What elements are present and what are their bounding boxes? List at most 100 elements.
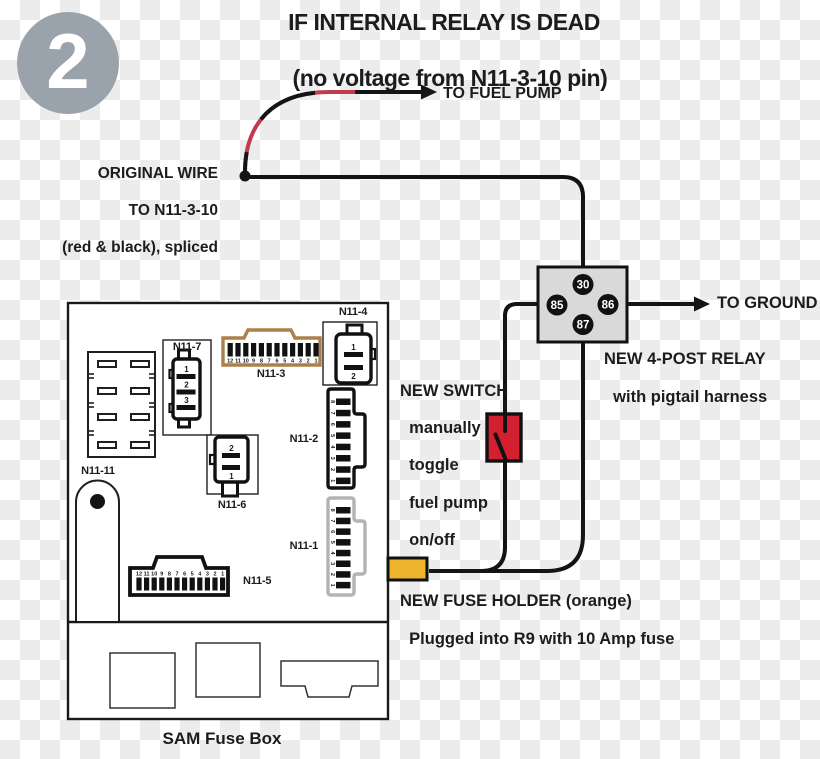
original-wire-line1: ORIGINAL WIRE bbox=[97, 165, 218, 182]
svg-text:6: 6 bbox=[275, 359, 278, 365]
svg-text:2: 2 bbox=[329, 573, 335, 576]
n11-4-label: N11-4 bbox=[338, 306, 368, 318]
original-wire-label: ORIGINAL WIRE TO N11-3-10 (red & black),… bbox=[18, 165, 218, 258]
sam-fuse-box: 1 2 3 12 bbox=[66, 301, 390, 721]
ground-arrowhead-icon bbox=[694, 296, 710, 312]
svg-text:8: 8 bbox=[329, 400, 335, 403]
svg-text:9: 9 bbox=[160, 572, 163, 578]
svg-text:5: 5 bbox=[191, 572, 194, 578]
svg-text:3: 3 bbox=[184, 396, 189, 405]
n11-1-label: N11-1 bbox=[289, 540, 319, 552]
svg-text:7: 7 bbox=[175, 572, 178, 578]
relay-post-85-label: 85 bbox=[551, 300, 564, 312]
n11-3-label: N11-3 bbox=[256, 368, 286, 380]
n11-6-label: N11-6 bbox=[217, 499, 247, 511]
relay-post-86 bbox=[597, 294, 619, 315]
relay-post-85 bbox=[546, 294, 568, 316]
original-wire-to-relay-30 bbox=[245, 175, 585, 267]
connector-n11-11 bbox=[75, 479, 120, 621]
svg-text:9: 9 bbox=[252, 359, 255, 365]
svg-text:1: 1 bbox=[329, 479, 335, 482]
svg-text:5: 5 bbox=[283, 359, 286, 365]
svg-text:4: 4 bbox=[198, 572, 202, 578]
splice-dot bbox=[239, 170, 251, 182]
svg-text:2: 2 bbox=[213, 572, 216, 578]
to-ground-label: TO GROUND bbox=[717, 294, 818, 312]
lower-socket-middle bbox=[195, 642, 261, 698]
step-number-badge: 2 bbox=[17, 12, 119, 114]
spliced-wire-red bbox=[243, 90, 421, 173]
n11-5-label: N11-5 bbox=[243, 575, 272, 587]
relay-post-87 bbox=[572, 314, 594, 335]
svg-text:4: 4 bbox=[291, 359, 295, 365]
svg-text:5: 5 bbox=[329, 541, 335, 544]
n11-11-label: N11-11 bbox=[81, 465, 115, 477]
wire-relay-87-to-fuse-holder bbox=[429, 342, 585, 573]
switch-caption-line2: manually bbox=[409, 419, 481, 438]
svg-text:1: 1 bbox=[314, 359, 317, 365]
fuse-holder-caption: NEW FUSE HOLDER (orange) Plugged into R9… bbox=[400, 592, 674, 649]
diagram-title: IF INTERNAL RELAY IS DEAD (no voltage fr… bbox=[244, 8, 644, 92]
n11-7-label: N11-7 bbox=[172, 341, 202, 353]
fuse-holder-caption-line1: NEW FUSE HOLDER (orange) bbox=[400, 592, 632, 610]
svg-text:10: 10 bbox=[243, 359, 249, 365]
svg-text:11: 11 bbox=[235, 359, 241, 365]
n11-2-pins: 8 7 6 5 4 3 bbox=[329, 398, 351, 485]
new-fuse-holder bbox=[386, 556, 429, 582]
svg-text:2: 2 bbox=[184, 381, 189, 390]
n11-7-pins: 1 2 3 bbox=[176, 365, 196, 410]
svg-text:7: 7 bbox=[329, 411, 335, 414]
new-4-post-relay: 30 85 86 87 bbox=[536, 265, 629, 344]
relay-post-30 bbox=[572, 274, 594, 295]
svg-text:1: 1 bbox=[184, 365, 189, 374]
svg-text:4: 4 bbox=[329, 445, 335, 449]
connector-n11-5: 12 11 10 9 8 7 bbox=[128, 555, 230, 597]
svg-text:10: 10 bbox=[151, 572, 157, 578]
n11-11-post bbox=[90, 494, 105, 509]
spliced-wire-black bbox=[243, 90, 421, 173]
relay-caption-line1: NEW 4-POST RELAY bbox=[604, 350, 766, 368]
relay-caption: NEW 4-POST RELAY with pigtail harness bbox=[604, 350, 767, 407]
svg-text:8: 8 bbox=[260, 359, 263, 365]
switch-lever-icon bbox=[493, 412, 508, 463]
switch-caption: NEW SWITCH manually toggle fuel pump on/… bbox=[400, 382, 508, 549]
relay-post-87-label: 87 bbox=[577, 320, 590, 332]
svg-text:3: 3 bbox=[329, 562, 335, 565]
title-line1: IF INTERNAL RELAY IS DEAD bbox=[288, 9, 600, 35]
n11-3-pins: 12 11 10 9 8 7 bbox=[227, 343, 319, 365]
svg-text:3: 3 bbox=[329, 457, 335, 460]
svg-text:6: 6 bbox=[183, 572, 186, 578]
connector-n11-7: 1 2 3 bbox=[162, 339, 212, 436]
svg-text:11: 11 bbox=[144, 572, 150, 578]
svg-text:3: 3 bbox=[299, 359, 302, 365]
original-wire-line2: TO N11-3-10 bbox=[128, 202, 218, 219]
switch-caption-line4: fuel pump bbox=[409, 493, 488, 512]
n11-4-pin-2: 2 bbox=[351, 372, 356, 381]
new-switch bbox=[485, 412, 523, 463]
connector-n11-3: 12 11 10 9 8 7 bbox=[221, 328, 322, 367]
connector-n11-2: 8 7 6 5 4 3 bbox=[326, 387, 367, 490]
connector-n11-6: 2 1 bbox=[206, 434, 259, 498]
svg-text:2: 2 bbox=[307, 359, 310, 365]
wire-relay-85-to-switch bbox=[503, 302, 538, 414]
switch-caption-line5: on/off bbox=[409, 530, 455, 549]
svg-text:6: 6 bbox=[329, 530, 335, 533]
svg-text:7: 7 bbox=[268, 359, 271, 365]
connector-n11-1: 8 7 6 5 4 3 bbox=[326, 496, 367, 597]
svg-text:8: 8 bbox=[329, 509, 335, 512]
svg-text:6: 6 bbox=[329, 423, 335, 426]
svg-text:1: 1 bbox=[329, 584, 335, 587]
switch-caption-line1: NEW SWITCH bbox=[400, 382, 509, 400]
relay-block bbox=[87, 351, 156, 458]
svg-text:1: 1 bbox=[221, 572, 224, 578]
svg-text:8: 8 bbox=[168, 572, 171, 578]
fuse-holder-caption-line2: Plugged into R9 with 10 Amp fuse bbox=[409, 630, 675, 648]
n11-1-pins: 8 7 6 5 4 3 bbox=[329, 507, 351, 589]
fuel-pump-arrowhead-icon bbox=[421, 84, 437, 100]
relay-block-clips bbox=[88, 373, 155, 436]
svg-text:2: 2 bbox=[329, 468, 335, 471]
switch-caption-line3: toggle bbox=[409, 456, 459, 475]
connector-n11-4: 1 2 bbox=[322, 321, 378, 386]
